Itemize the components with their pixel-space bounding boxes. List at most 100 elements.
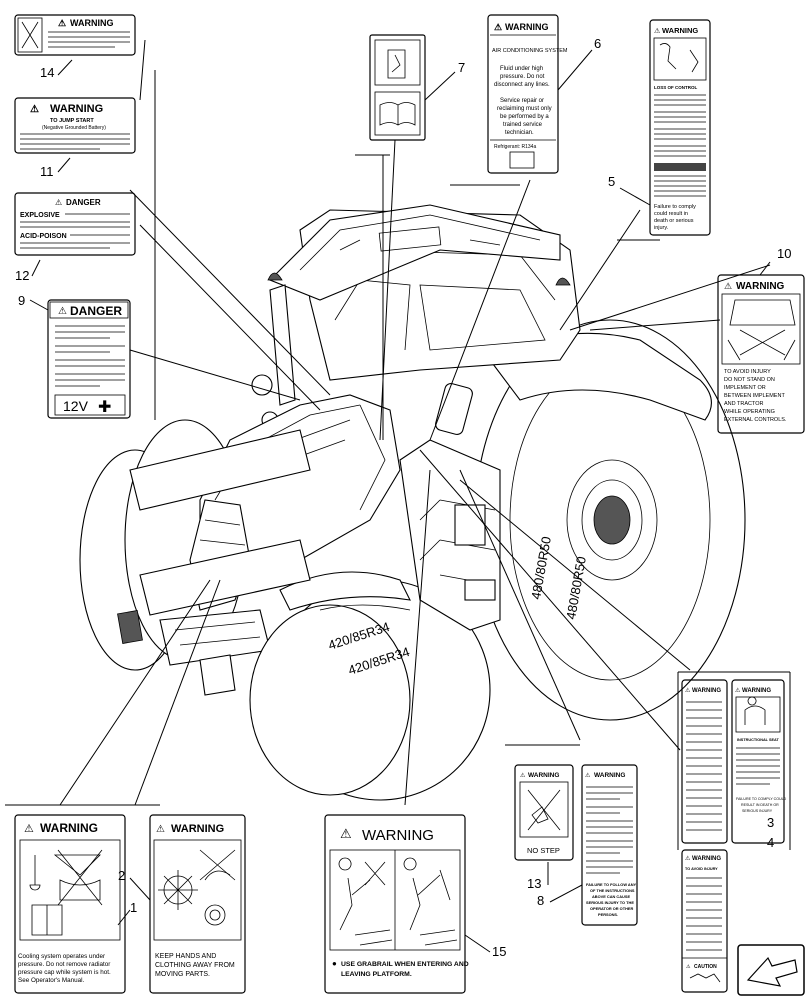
callout-12: 12 [15, 268, 29, 283]
decal-1-heading: WARNING [40, 821, 98, 835]
decal-10-l3: IMPLEMENT OR [724, 385, 766, 391]
callout-5: 5 [608, 174, 615, 189]
decal-5-heading: WARNING [662, 26, 698, 35]
decal-15: ⚠ WARNING ● USE GRABRAIL WHEN ENTERING A… [324, 814, 469, 994]
callout-6: 6 [594, 36, 601, 51]
decal-9-heading: DANGER [70, 304, 122, 318]
decal-14-heading: WARNING [70, 18, 114, 28]
decal-12: ⚠ DANGER EXPLOSIVE ACID-POISON [14, 192, 136, 256]
decal-12-heading: DANGER [66, 198, 101, 207]
leader-lines [5, 39, 771, 806]
decal-8-f2: OF THE INSTRUCTIONS [590, 888, 635, 893]
decal-6-ref: Refrigerant: R134a [494, 144, 536, 150]
decal-6-l3: disconnect any lines. [494, 82, 550, 88]
decal-8-f1: FAILURE TO FOLLOW ANY [586, 882, 637, 887]
callout-11: 11 [40, 164, 54, 179]
decal-6-l1: Fluid under high [500, 66, 543, 72]
decal-9: ⚠ DANGER 12V ✚ [47, 299, 131, 419]
svg-text:⚠: ⚠ [724, 281, 732, 291]
decal-13-nostep: NO STEP [527, 846, 560, 855]
callout-8: 8 [537, 893, 544, 908]
decal-6-l5: reclaiming must only [497, 106, 552, 112]
svg-text:⚠: ⚠ [520, 772, 526, 779]
decal-6-l8: technician. [505, 130, 534, 136]
decal-3-heading: WARNING [742, 688, 771, 694]
svg-text:⚠: ⚠ [735, 687, 741, 694]
svg-text:⚠: ⚠ [686, 964, 691, 970]
decal-9-volt: 12V [63, 398, 89, 414]
decal-15-heading: WARNING [362, 827, 434, 844]
decal-6-l4: Service repair or [500, 98, 544, 104]
decal-5-head: LOSS OF CONTROL [654, 85, 698, 90]
decal-6-title: AIR CONDITIONING SYSTEM [492, 48, 568, 54]
svg-text:●: ● [332, 959, 337, 968]
decal-10: ⚠ WARNING TO AVOID INJURY DO NOT STAND O… [717, 274, 805, 434]
decal-11-heading: WARNING [50, 103, 103, 115]
decal-8-heading: WARNING [594, 772, 625, 779]
decal-10-l4: BETWEEN IMPLEMENT [724, 393, 785, 399]
decal-4-caution: CAUTION [694, 964, 717, 970]
decal-3-foot3: SERIOUS INJURY [742, 809, 773, 813]
decal-2-l2: CLOTHING AWAY FROM [155, 962, 235, 969]
decal-6-l2: pressure. Do not [500, 74, 545, 80]
decal-4: ⚠ WARNING [681, 679, 728, 844]
decal-14: ⚠ WARNING [14, 14, 136, 56]
decal-4-strip-heading: WARNING [692, 856, 721, 862]
svg-text:⚠: ⚠ [58, 306, 67, 317]
decal-6-l6: be performed by a [500, 114, 549, 120]
callout-1: 1 [130, 900, 137, 915]
decal-12-explosive: EXPLOSIVE [20, 212, 60, 219]
decal-5: ⚠ WARNING LOSS OF CONTROL Failure to com… [649, 19, 711, 236]
callout-2: 2 [118, 868, 125, 883]
decal-13: ⚠ WARNING NO STEP [514, 764, 574, 861]
decal-8-f4: SERIOUS INJURY TO THE [586, 900, 634, 905]
navigation-arrow-icon[interactable] [737, 944, 805, 996]
decal-3-foot1: FAILURE TO COMPLY COULD [736, 797, 787, 801]
decal-5-foot1: Failure to comply [654, 204, 696, 210]
decal-1: ⚠ WARNING Cooling system operates under … [14, 814, 126, 994]
svg-text:⚠: ⚠ [340, 826, 352, 841]
decal-12-acid: ACID-POISON [20, 233, 67, 240]
decal-11-title: TO JUMP START [50, 118, 94, 124]
decal-3-head: INSTRUCTIONAL SEAT [737, 738, 780, 742]
decal-15-l2: LEAVING PLATFORM. [341, 971, 412, 978]
svg-text:⚠: ⚠ [494, 22, 502, 32]
decal-5-foot2: could result in [654, 211, 688, 217]
decal-6: ⚠ WARNING AIR CONDITIONING SYSTEM Fluid … [487, 14, 568, 174]
callout-9: 9 [18, 293, 25, 308]
decal-15-l1: USE GRABRAIL WHEN ENTERING AND [341, 961, 469, 968]
decal-1-l3: pressure cap while system is hot. [18, 969, 111, 976]
svg-text:⚠: ⚠ [24, 823, 34, 835]
svg-text:⚠: ⚠ [30, 104, 39, 115]
svg-text:⚠: ⚠ [654, 27, 660, 35]
decal-6-l7: trained service [503, 122, 543, 128]
decal-6-heading: WARNING [505, 22, 549, 32]
callout-13: 13 [527, 876, 541, 891]
callout-14: 14 [40, 65, 54, 80]
decal-8-f5: OPERATOR OR OTHER [590, 906, 633, 911]
decal-5-foot4: injury. [654, 225, 669, 231]
decal-4-heading: WARNING [692, 688, 721, 694]
decal-8-f6: PERSONS. [598, 912, 618, 917]
decal-8-f3: ABOVE CAN CAUSE [592, 894, 630, 899]
callout-15: 15 [492, 944, 506, 959]
decal-2-l1: KEEP HANDS AND [155, 953, 216, 960]
decal-10-heading: WARNING [736, 281, 785, 292]
decal-8: ⚠ WARNING FAILURE TO FOLLOW ANY OF THE I… [581, 764, 638, 926]
decal-10-l2: DO NOT STAND ON [724, 377, 775, 383]
decal-1-l4: See Operator's Manual. [18, 977, 85, 984]
callout-7: 7 [458, 60, 465, 75]
decal-10-l5: AND TRACTOR [724, 401, 764, 407]
svg-text:⚠: ⚠ [55, 198, 62, 207]
decal-2-heading: WARNING [171, 823, 224, 835]
decal-10-l1: TO AVOID INJURY [724, 369, 771, 375]
callout-3: 3 [767, 815, 774, 830]
svg-text:⚠: ⚠ [585, 772, 591, 779]
decal-1-l2: pressure. Do not remove radiator [18, 961, 110, 968]
callout-10: 10 [777, 246, 791, 261]
decal-4-strip-head: TO AVOID INJURY [685, 867, 718, 871]
decal-1-l1: Cooling system operates under [18, 953, 105, 960]
decal-3-foot2: RESULT IN DEATH OR [741, 803, 779, 807]
